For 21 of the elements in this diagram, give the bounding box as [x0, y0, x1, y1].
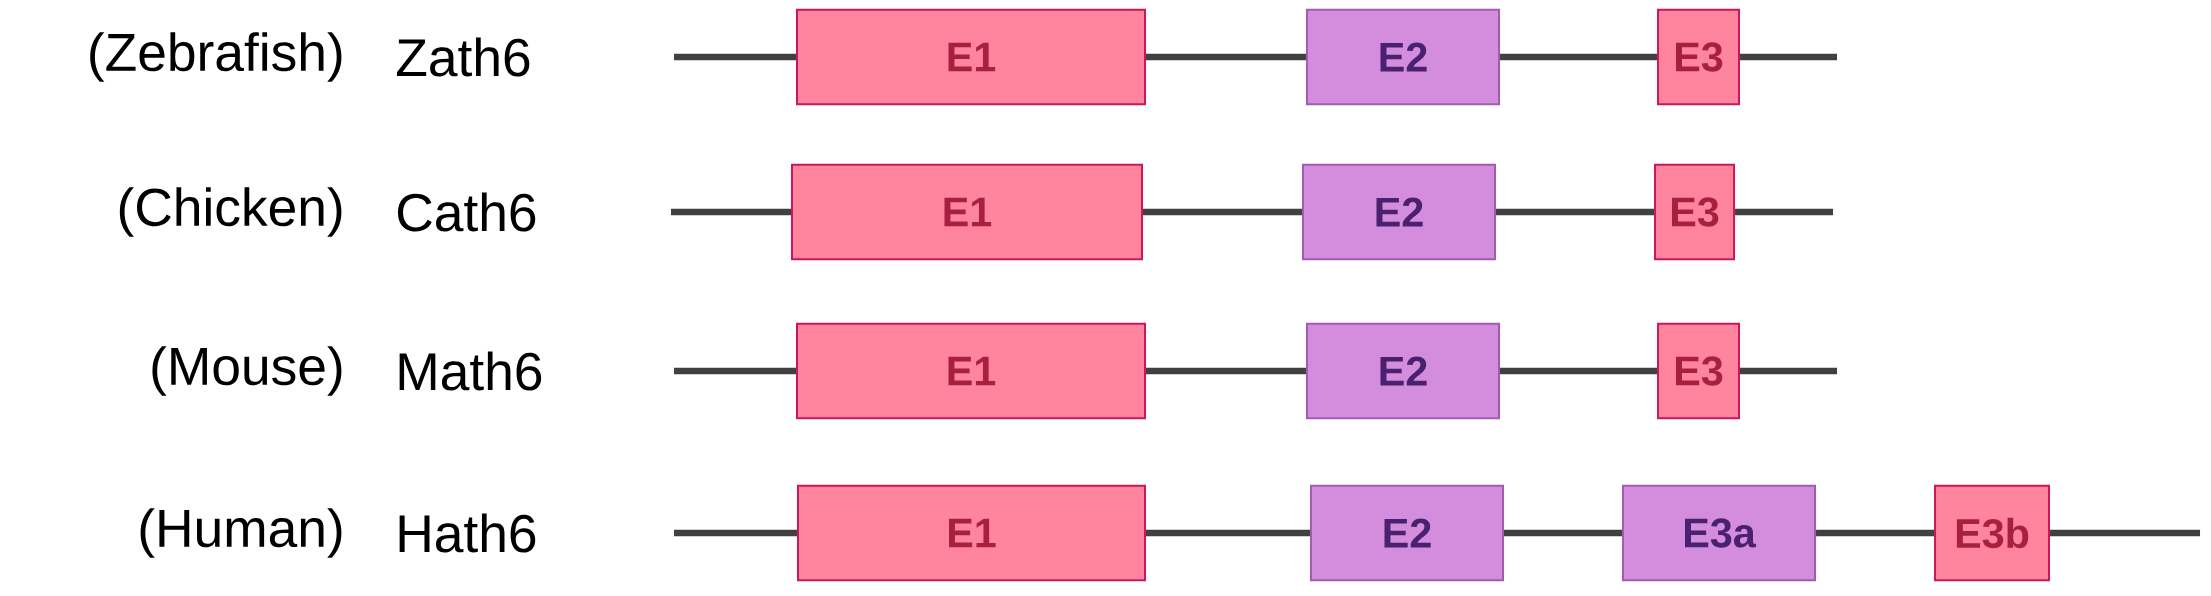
species-label: (Chicken) [119, 187, 342, 237]
species-label: (Mouse) [152, 346, 342, 396]
exon-box: E3 [1657, 322, 1741, 420]
gene-label: Hath6 [399, 513, 536, 553]
exon-box: E1 [797, 484, 1146, 582]
species-label: (Zebrafish) [90, 32, 342, 82]
gene-label: Math6 [399, 351, 542, 391]
exon-box: E3 [1657, 8, 1741, 106]
exon-box: E1 [791, 163, 1143, 261]
exon-box: E3a [1622, 484, 1817, 582]
exon-box: E1 [796, 8, 1146, 106]
exon-box: E3 [1654, 163, 1736, 261]
species-label: (Human) [140, 508, 342, 558]
exon-box: E3b [1934, 484, 2051, 582]
gene-label: Zath6 [396, 37, 530, 77]
exon-box: E2 [1306, 322, 1500, 420]
gene-label: Cath6 [397, 192, 536, 232]
exon-box: E1 [796, 322, 1146, 420]
exon-box: E2 [1302, 163, 1496, 261]
exon-box: E2 [1310, 484, 1504, 582]
exon-box: E2 [1306, 8, 1500, 106]
